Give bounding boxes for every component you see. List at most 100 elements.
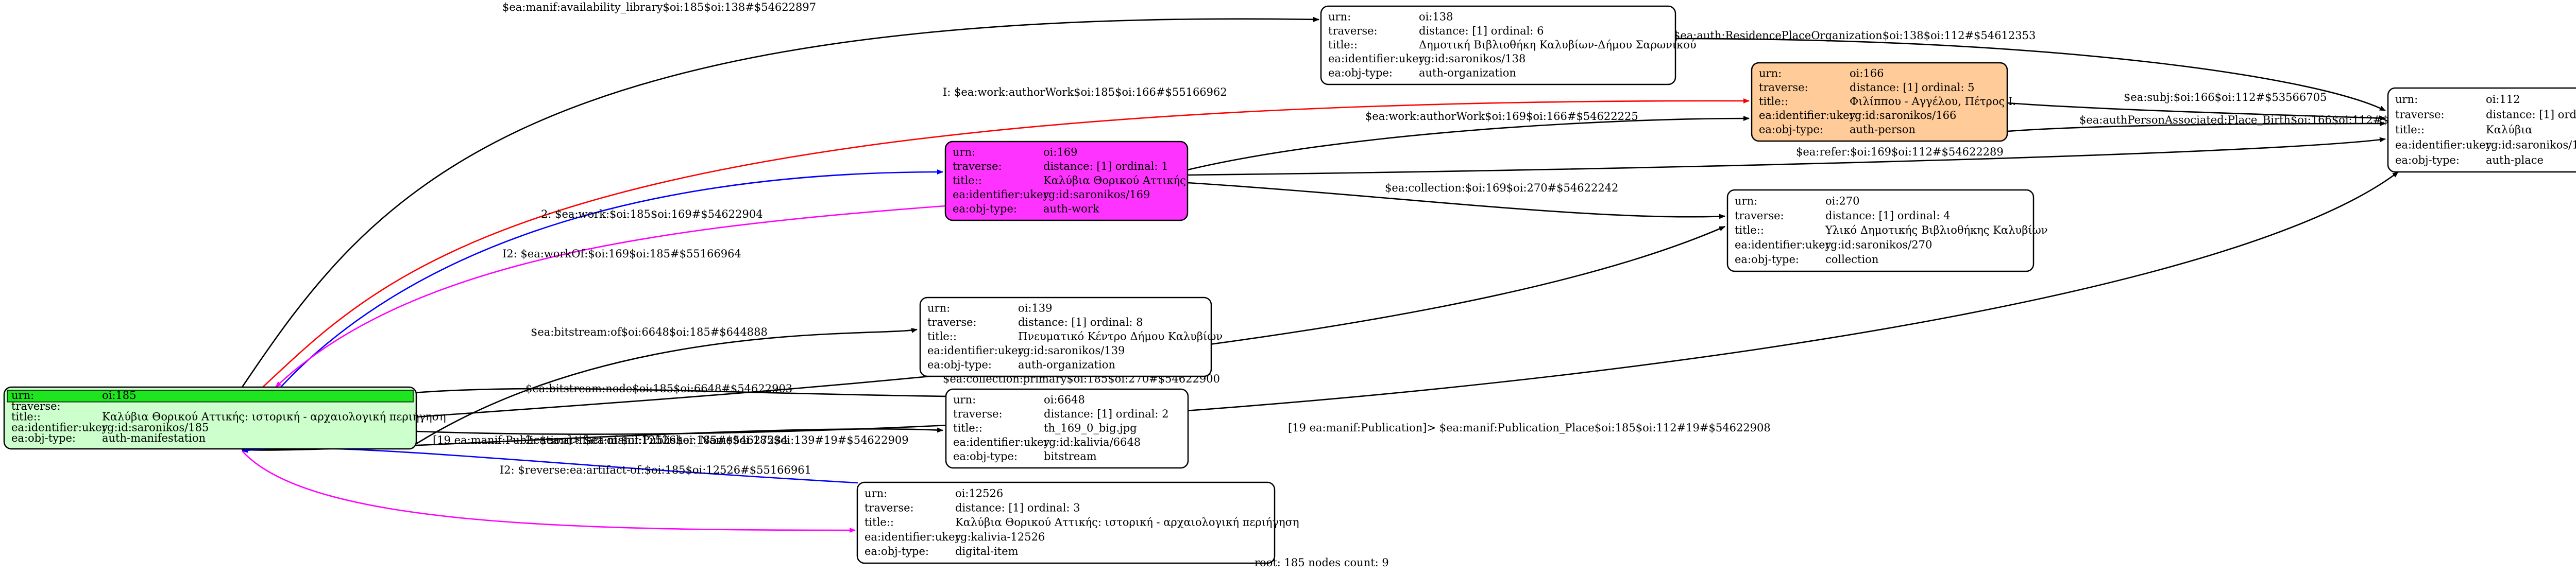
edge-label: $ea:collection:$oi:169$oi:270#$54622242 (1385, 182, 1618, 194)
field-value-urn: oi:139 (1018, 302, 1053, 315)
edge-n166-n112 (2007, 121, 2386, 132)
field-value-objtype: digital-item (955, 545, 1019, 557)
field-label-objtype: ea:obj-type: (1328, 66, 1393, 79)
field-label-traverse: traverse: (1328, 25, 1378, 37)
field-value-traverse: distance: [1] ordinal: 8 (1018, 316, 1143, 328)
node-box (945, 388, 1189, 469)
field-label-urn: urn: (1759, 67, 1782, 80)
field-label-urn: urn: (11, 389, 34, 402)
field-value-ukey: rg:id:saronikos/138 (1419, 53, 1526, 65)
field-label-traverse: traverse: (1735, 210, 1784, 222)
edges-layer (241, 16, 2399, 533)
node-box (1726, 189, 2035, 272)
field-value-traverse: distance: [1] ordinal: 7 (2486, 109, 2576, 121)
edge-label: 2: $ea:artifact-of:$oi:12526$oi:185#$546… (526, 434, 788, 446)
edge-n138-n112 (1675, 38, 2386, 112)
field-label-title: title:: (1759, 95, 1788, 108)
field-value-ukey: rg:id:kalivia/6648 (1044, 436, 1141, 448)
field-label-title: title:: (953, 175, 982, 187)
node-box (856, 481, 1276, 564)
field-label-urn: urn: (927, 302, 950, 315)
node-header-highlight (7, 390, 414, 403)
field-value-traverse: distance: [1] ordinal: 1 (1043, 160, 1168, 172)
edge-label: $ea:manif:availability_library$oi:185$oi… (502, 1, 816, 13)
field-value-ukey: rg:kalivia-12526 (955, 531, 1045, 543)
field-label-title: title:: (2395, 124, 2425, 136)
node-box (1320, 5, 1676, 85)
field-value-urn: oi:169 (1043, 146, 1078, 159)
edge-label: [19 ea:manif:Publication]> $ea:manif:Pub… (433, 434, 909, 446)
edge-n169-n112 (1187, 137, 2386, 176)
field-label-urn: urn: (1735, 195, 1757, 207)
field-label-urn: urn: (2395, 93, 2418, 106)
edge-label: $ea:work:authorWork$oi:169$oi:166#$54622… (1365, 110, 1638, 123)
field-label-traverse: traverse: (927, 316, 977, 328)
field-value-title: Καλύβια Θορικού Αττικής: ιστορική - αρχα… (955, 516, 1299, 529)
field-label-objtype: ea:obj-type: (2395, 154, 2460, 166)
edge-label: $ea:subj:$oi:166$oi:112#$53566705 (2124, 91, 2327, 103)
field-label-objtype: ea:obj-type: (1735, 253, 1799, 266)
field-label-title: title:: (927, 330, 957, 343)
footer-node-count: root: 185 nodes count: 9 (1255, 556, 1389, 569)
edge-n185-n139 (416, 328, 918, 445)
node-box (1751, 62, 2008, 142)
field-label-objtype: ea:obj-type: (11, 432, 76, 444)
field-label-traverse: traverse: (953, 160, 1002, 172)
field-label-urn: urn: (1328, 11, 1351, 23)
edge-label: I2: $ea:workOf:$oi:169$oi:185#$55166964 (502, 248, 741, 260)
field-label-objtype: ea:obj-type: (953, 450, 1018, 462)
field-label-title: title:: (865, 516, 894, 529)
field-label-urn: urn: (953, 146, 975, 159)
field-label-ukey: ea:identifier:ukey (865, 531, 961, 543)
node-auth-organization[interactable]: urn: oi:139 traverse: distance: [1] ordinal… (919, 297, 1223, 377)
field-label-title: title:: (953, 422, 982, 434)
field-value-urn: oi:166 (1850, 67, 1884, 80)
field-value-title: Πνευματικό Κέντρο Δήμου Καλυβίων (1018, 330, 1223, 343)
field-label-traverse: traverse: (11, 400, 61, 412)
field-value-objtype: auth-organization (1018, 358, 1115, 371)
field-value-ukey: rg:id:saronikos/112 (2486, 138, 2576, 151)
field-label-traverse: traverse: (953, 408, 1003, 420)
edge-n169-n185 (275, 205, 946, 388)
node-auth-work[interactable]: urn: oi:169 traverse: distance: [1] ordinal… (944, 141, 1189, 221)
field-value-title: Καλύβια Θορικού Αττικής (1043, 175, 1186, 187)
field-label-traverse: traverse: (2395, 109, 2445, 121)
field-value-urn: oi:6648 (1044, 394, 1085, 406)
edge-label: I2: $reverse:ea:artifact-of:$oi:185$oi:1… (500, 464, 811, 476)
edge-n166-n112 (2007, 102, 2386, 121)
field-value-traverse: distance: [1] ordinal: 4 (1825, 210, 1951, 222)
node-collection[interactable]: urn: oi:270 traverse: distance: [1] ordinal… (1726, 189, 2047, 272)
field-label-title: title:: (11, 411, 41, 423)
field-value-traverse: distance: [1] ordinal: 5 (1850, 81, 1975, 94)
node-box (944, 141, 1189, 221)
node-box (919, 297, 1212, 377)
field-value-title: th_169_0_big.jpg (1044, 422, 1137, 434)
field-value-title: Υλικό Δημοτικής Βιβλιοθήκης Καλυβίων (1825, 224, 2047, 236)
edge-n185-n138 (241, 16, 1319, 388)
edge-n169-n166 (1187, 116, 1750, 171)
field-value-urn: oi:12526 (955, 487, 1003, 499)
field-value-objtype: auth-place (2486, 154, 2544, 166)
field-label-title: title:: (1328, 39, 1358, 51)
field-value-ukey: rg:id:saronikos/166 (1850, 109, 1956, 121)
field-value-objtype: collection (1825, 253, 1878, 266)
field-value-ukey: rg:id:saronikos/185 (102, 421, 209, 433)
edge-label: 2: $ea:work:$oi:185$oi:169#$54622904 (541, 208, 763, 220)
field-label-ukey: ea:identifier:ukey (1328, 53, 1425, 65)
field-label-ukey: ea:identifier:ukey (11, 421, 108, 433)
edge-label: [19 ea:manif:Publication]> $ea:manif:Pub… (1288, 422, 1771, 434)
field-label-ukey: ea:identifier:ukey (1759, 109, 1856, 121)
node-box (2387, 87, 2576, 173)
edge-n185-n12526 (242, 450, 856, 533)
field-label-urn: urn: (865, 487, 887, 499)
field-label-title: title:: (1735, 224, 1764, 236)
field-value-ukey: rg:id:saronikos/139 (1018, 344, 1125, 357)
field-value-urn: oi:270 (1825, 195, 1860, 207)
edge-label: $ea:refer:$oi:169$oi:112#$54622289 (1796, 146, 2004, 158)
